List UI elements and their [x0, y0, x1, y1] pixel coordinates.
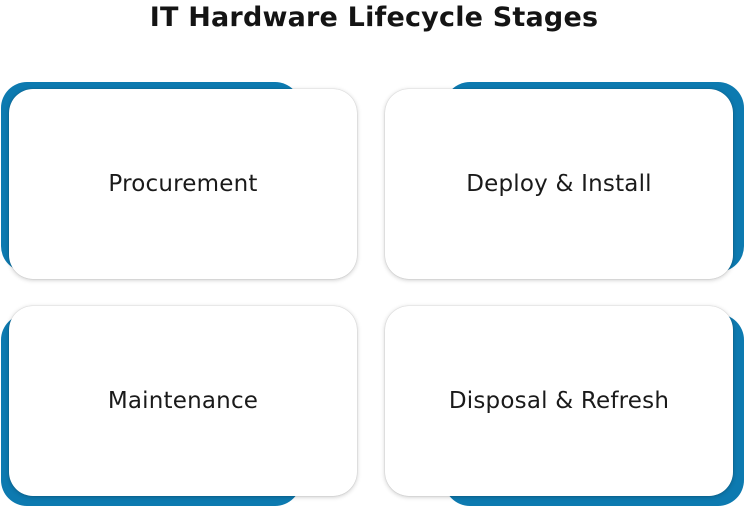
stage-label-deploy-install: Deploy & Install: [466, 171, 652, 197]
stage-card-maintenance: Maintenance: [9, 306, 357, 496]
stage-card-procurement: Procurement: [9, 89, 357, 279]
stage-card-deploy-install: Deploy & Install: [385, 89, 733, 279]
stage-label-procurement: Procurement: [108, 171, 258, 197]
stage-label-maintenance: Maintenance: [107, 388, 259, 414]
diagram-title: IT Hardware Lifecycle Stages: [149, 2, 599, 33]
stage-label-disposal-refresh: Disposal & Refresh: [448, 388, 670, 414]
stage-card-disposal-refresh: Disposal & Refresh: [385, 306, 733, 496]
